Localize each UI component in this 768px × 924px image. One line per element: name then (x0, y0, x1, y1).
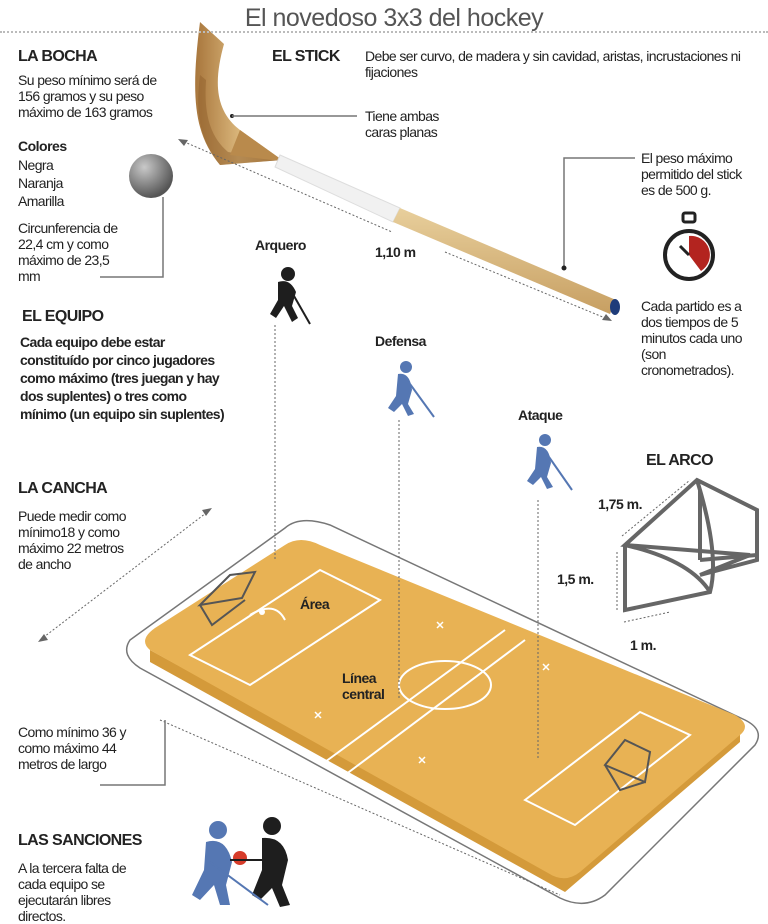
center-line-label: Línea central (342, 670, 385, 702)
goal-width-label: 1 m. (630, 637, 657, 653)
color-item: Negra (18, 157, 54, 173)
goal-heading: EL ARCO (646, 452, 714, 469)
defense-figure (388, 361, 435, 418)
defense-label: Defensa (375, 333, 426, 349)
field-length-text: Como mínimo 36 y como máximo 44 metros d… (18, 724, 126, 772)
color-item: Amarilla (18, 193, 64, 209)
attack-label: Ataque (518, 407, 563, 423)
stick-description: Debe ser curvo, de madera y sin cavidad,… (365, 48, 741, 80)
goalkeeper-label: Arquero (255, 237, 306, 253)
goal-illustration (620, 477, 759, 613)
team-heading: EL EQUIPO (22, 308, 104, 325)
page-title: El novedoso 3x3 del hockey (244, 4, 544, 32)
stopwatch-icon (663, 211, 715, 281)
ball-illustration (100, 154, 173, 278)
rink-illustration (38, 325, 760, 904)
team-description: Cada equipo debe estar constituído por c… (20, 334, 225, 422)
stick-illustration (178, 22, 635, 321)
color-item: Naranja (18, 175, 63, 191)
attack-figure (527, 434, 573, 491)
goal-depth-label: 1,75 m. (598, 496, 642, 512)
area-label: Área (300, 596, 330, 612)
ball-colors-list: Negra Naranja Amarilla (18, 156, 64, 210)
sanctions-heading: LAS SANCIONES (18, 832, 142, 849)
goal-dimension-lines (616, 479, 691, 623)
stick-faces-text: Tiene ambas caras planas (365, 108, 439, 140)
stick-weight-text: El peso máximo permitido del stick es de… (641, 150, 742, 198)
ball-colors-heading: Colores (18, 138, 67, 154)
stick-heading: EL STICK (272, 48, 340, 65)
sanctions-text: A la tercera falta de cada equipo se eje… (18, 860, 127, 924)
goal-height-label: 1,5 m. (557, 571, 594, 587)
goalkeeper-figure (270, 267, 311, 325)
stick-length-label: 1,10 m (375, 244, 416, 260)
sanctions-figures (192, 817, 290, 907)
title-divider (0, 31, 768, 33)
field-heading: LA CANCHA (18, 480, 108, 497)
match-duration-text: Cada partido es a dos tiempos de 5 minut… (641, 298, 743, 378)
ball-heading: LA BOCHA (18, 48, 98, 65)
field-width-text: Puede medir como mínimo18 y como máximo … (18, 508, 127, 572)
ball-circumference-text: Circunferencia de 22,4 cm y como máximo … (18, 220, 118, 284)
ball-weight-text: Su peso mínimo será de 156 gramos y su p… (18, 72, 157, 120)
